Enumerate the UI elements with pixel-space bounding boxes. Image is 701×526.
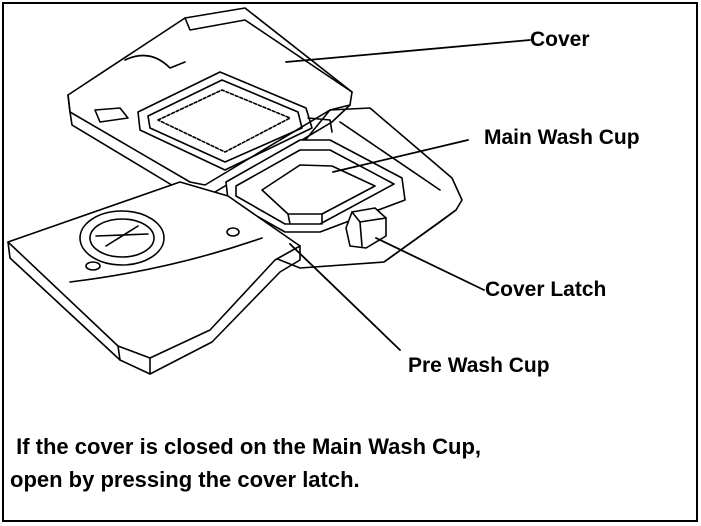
cover-leader (285, 39, 531, 63)
caption-line-2: open by pressing the cover latch. (10, 467, 360, 492)
pre-wash-cup-label: Pre Wash Cup (408, 354, 550, 377)
main-wash-cup-label: Main Wash Cup (484, 126, 640, 149)
leader-lines (285, 39, 531, 351)
cover-latch-leader (375, 237, 485, 291)
pre-wash-cup-leader (289, 243, 401, 351)
caption-line-1: If the cover is closed on the Main Wash … (10, 434, 482, 459)
pre-wash-cup-plate (7, 181, 301, 375)
cover-latch-label: Cover Latch (485, 278, 607, 301)
cover-latch-part (345, 207, 387, 249)
main-wash-cup (225, 139, 406, 233)
cover-lid (67, 7, 353, 199)
instruction-caption: If the cover is closed on the Main Wash … (10, 430, 481, 496)
cover-label: Cover (530, 28, 590, 51)
main-wash-cup-leader (332, 139, 469, 173)
